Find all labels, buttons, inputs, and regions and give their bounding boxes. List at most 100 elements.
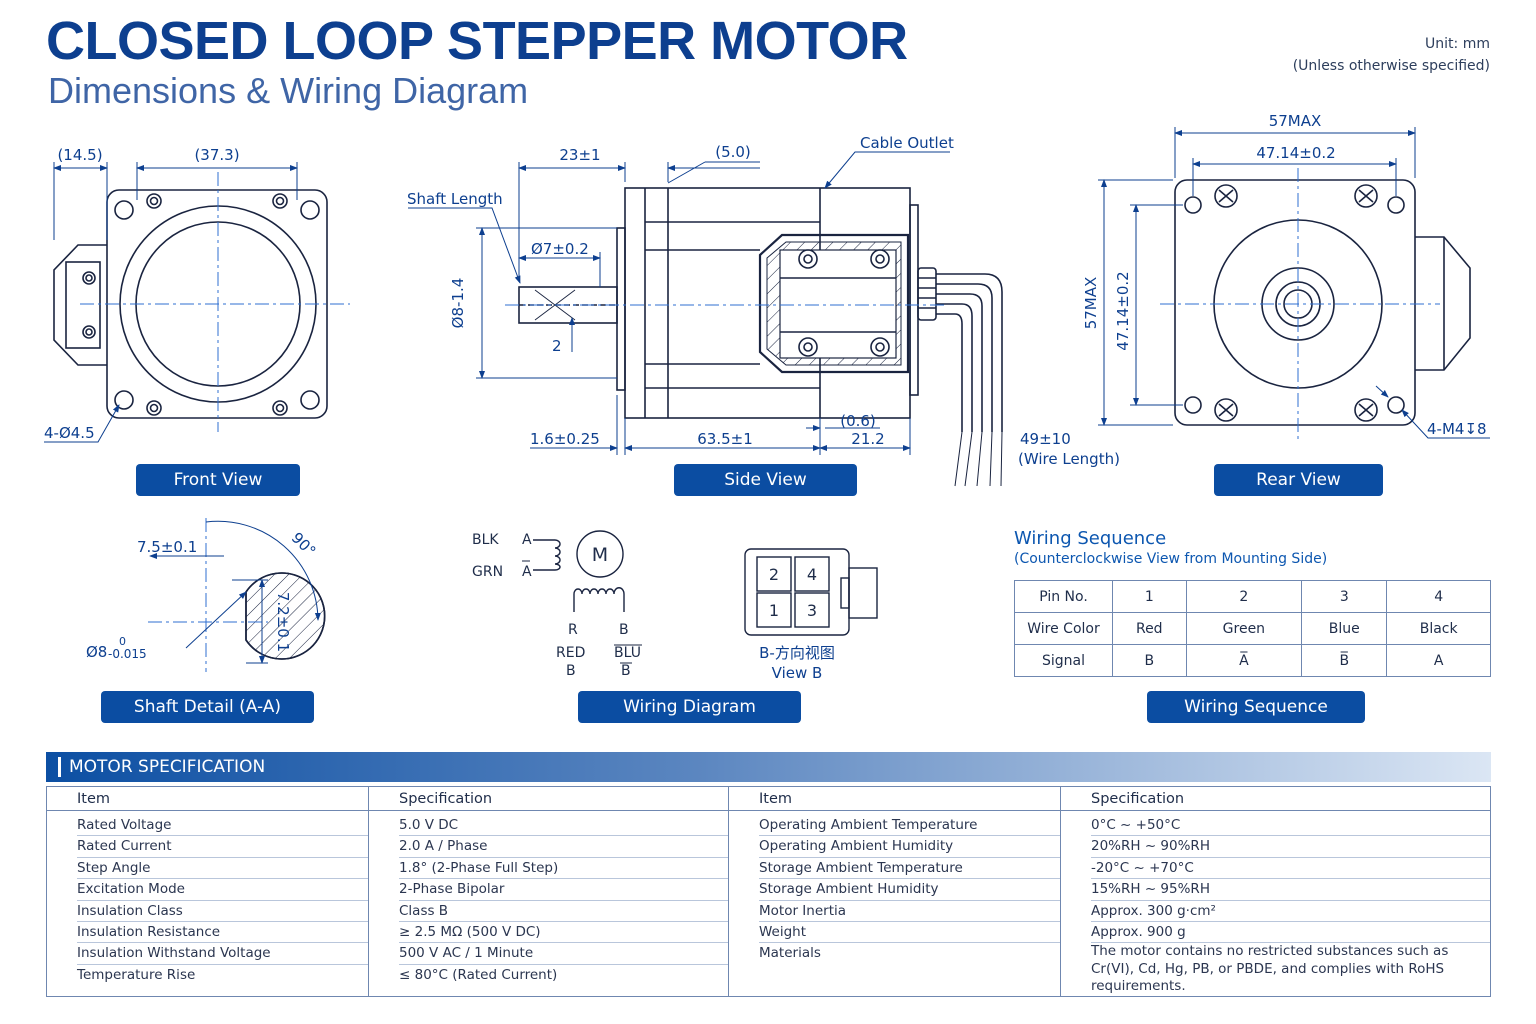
coil-r: R <box>568 622 578 638</box>
list-item: Rated Voltage <box>77 815 368 837</box>
wiring-diagram-label: Wiring Diagram <box>578 691 801 723</box>
side-dim-rear: 21.2 <box>851 430 884 448</box>
wire-blu: BLU <box>614 645 641 661</box>
rear-dim-pitch-v: 47.14±0.2 <box>1114 271 1132 350</box>
list-item: Storage Ambient Temperature <box>759 858 1060 880</box>
list-item: Rated Current <box>77 836 368 858</box>
shaft-dia-flat: Ø7±0.2 <box>531 240 589 258</box>
list-item: Insulation Withstand Voltage <box>77 943 368 965</box>
list-item: Approx. 900 g <box>1091 922 1490 944</box>
spec-table: Item Specification Item Specification Ra… <box>46 786 1491 997</box>
table-cell: A̅ <box>1185 644 1303 677</box>
wire-red: RED <box>556 645 585 661</box>
rear-view-label: Rear View <box>1214 464 1383 496</box>
wire-grn: GRN <box>472 564 503 580</box>
rear-dim-max-h: 57MAX <box>1269 112 1322 130</box>
spec-header: Specification <box>1060 786 1491 811</box>
table-cell: 1 <box>1112 580 1187 613</box>
shaft-dia: Ø8-1.4 <box>449 278 467 329</box>
spec-header: Item <box>46 786 369 811</box>
pin-2: 2 <box>769 565 779 584</box>
coil-b: B <box>619 622 629 638</box>
pin-1: 1 <box>769 601 779 620</box>
shaft-dia-main: Ø8 <box>86 643 107 661</box>
side-dim-gap: (0.6) <box>840 412 876 430</box>
wire-length: 49±10 <box>1020 430 1071 448</box>
spec-left-items: Rated Voltage Rated Current Step Angle E… <box>47 811 369 997</box>
shaft-tol-upper: 0 <box>119 635 126 648</box>
table-row: Signal B A̅ B̅ A <box>1014 644 1491 677</box>
front-view-label: Front View <box>136 464 300 496</box>
list-item: Temperature Rise <box>77 966 196 983</box>
table-cell: 4 <box>1386 580 1491 613</box>
spec-banner-title: MOTOR SPECIFICATION <box>69 757 266 777</box>
list-item: Operating Ambient Humidity <box>759 836 1060 858</box>
table-cell: B̅ <box>1301 644 1388 677</box>
table-cell: 3 <box>1301 580 1388 613</box>
view-b-cn: B-方向视图 <box>759 644 835 662</box>
list-item: Class B <box>399 901 728 923</box>
list-item: Insulation Class <box>77 901 368 923</box>
rear-tap-holes: 4-M4↧8 <box>1427 420 1487 438</box>
list-item: 1.8° (2-Phase Full Step) <box>399 858 728 880</box>
table-cell: Blue <box>1301 612 1388 645</box>
view-b-en: View B <box>772 664 823 682</box>
shaft-flat-height: 7.2±0.1 <box>274 592 292 652</box>
spec-right-values: 0°C ~ +50°C 20%RH ~ 90%RH -20°C ~ +70°C … <box>1060 810 1491 997</box>
table-cell: 2 <box>1185 580 1303 613</box>
wire-red-signal: B <box>566 663 576 679</box>
table-cell: Black <box>1386 612 1491 645</box>
table-row: Wire Color Red Green Blue Black <box>1014 612 1491 645</box>
spec-banner: MOTOR SPECIFICATION <box>46 752 1491 782</box>
wiring-schematic <box>522 530 625 612</box>
list-item: The motor contains no restricted substan… <box>1091 943 1449 995</box>
motor-symbol: M <box>592 544 608 566</box>
rear-view-drawing <box>1174 179 1471 426</box>
front-dim-top: (37.3) <box>194 146 239 164</box>
list-item: 2.0 A / Phase <box>399 836 728 858</box>
wiring-sequence-table: Pin No. 1 2 3 4 Wire Color Red Green Blu… <box>1014 580 1491 677</box>
pin-3: 3 <box>807 601 817 620</box>
list-item: Materials <box>759 945 821 962</box>
page-subtitle: Dimensions & Wiring Diagram <box>48 70 529 111</box>
spec-header: Item <box>728 786 1061 811</box>
rear-dim-max-v: 57MAX <box>1082 277 1100 330</box>
table-head: Pin No. <box>1014 580 1113 613</box>
spec-left-values: 5.0 V DC 2.0 A / Phase 1.8° (2-Phase Ful… <box>368 810 729 997</box>
wire-blk: BLK <box>472 532 499 548</box>
side-view-drawing <box>518 187 1003 487</box>
list-item: Excitation Mode <box>77 879 368 901</box>
front-holes-label: 4-Ø4.5 <box>44 424 95 442</box>
page-title: CLOSED LOOP STEPPER MOTOR <box>46 11 908 71</box>
flat-depth: 2 <box>552 337 562 355</box>
shaft-flat-offset: 7.5±0.1 <box>137 538 197 556</box>
list-item: 5.0 V DC <box>399 815 728 837</box>
list-item: Weight <box>759 922 1060 944</box>
list-item: -20°C ~ +70°C <box>1091 858 1490 880</box>
wiring-sequence-label: Wiring Sequence <box>1147 691 1365 723</box>
table-head: Wire Color <box>1014 612 1113 645</box>
list-item: Step Angle <box>77 858 368 880</box>
side-dim-shaft: 23±1 <box>559 146 600 164</box>
table-cell: Red <box>1112 612 1187 645</box>
spec-right-items: Operating Ambient Temperature Operating … <box>728 810 1061 997</box>
wiring-sequence-subtitle: (Counterclockwise View from Mounting Sid… <box>1014 551 1328 567</box>
shaft-angle: 90° <box>288 529 320 561</box>
table-row: Pin No. 1 2 3 4 <box>1014 580 1491 613</box>
table-cell: A <box>1386 644 1491 677</box>
wiring-sequence-title: Wiring Sequence <box>1014 528 1167 549</box>
list-item: Motor Inertia <box>759 901 1060 923</box>
list-item: Insulation Resistance <box>77 922 368 944</box>
shaft-length-label: Shaft Length <box>407 190 503 208</box>
side-dim-body: 63.5±1 <box>697 430 753 448</box>
side-dim-flange: (5.0) <box>715 143 751 161</box>
list-item: ≥ 2.5 MΩ (500 V DC) <box>399 922 728 944</box>
table-cell: Green <box>1185 612 1303 645</box>
spec-header: Specification <box>368 786 729 811</box>
coil-a: A <box>522 532 532 548</box>
side-dim-boss: 1.6±0.25 <box>530 430 600 448</box>
list-item: Approx. 300 g·cm² <box>1091 901 1490 923</box>
list-item: 500 V AC / 1 Minute <box>399 943 728 965</box>
list-item: 2-Phase Bipolar <box>399 879 728 901</box>
